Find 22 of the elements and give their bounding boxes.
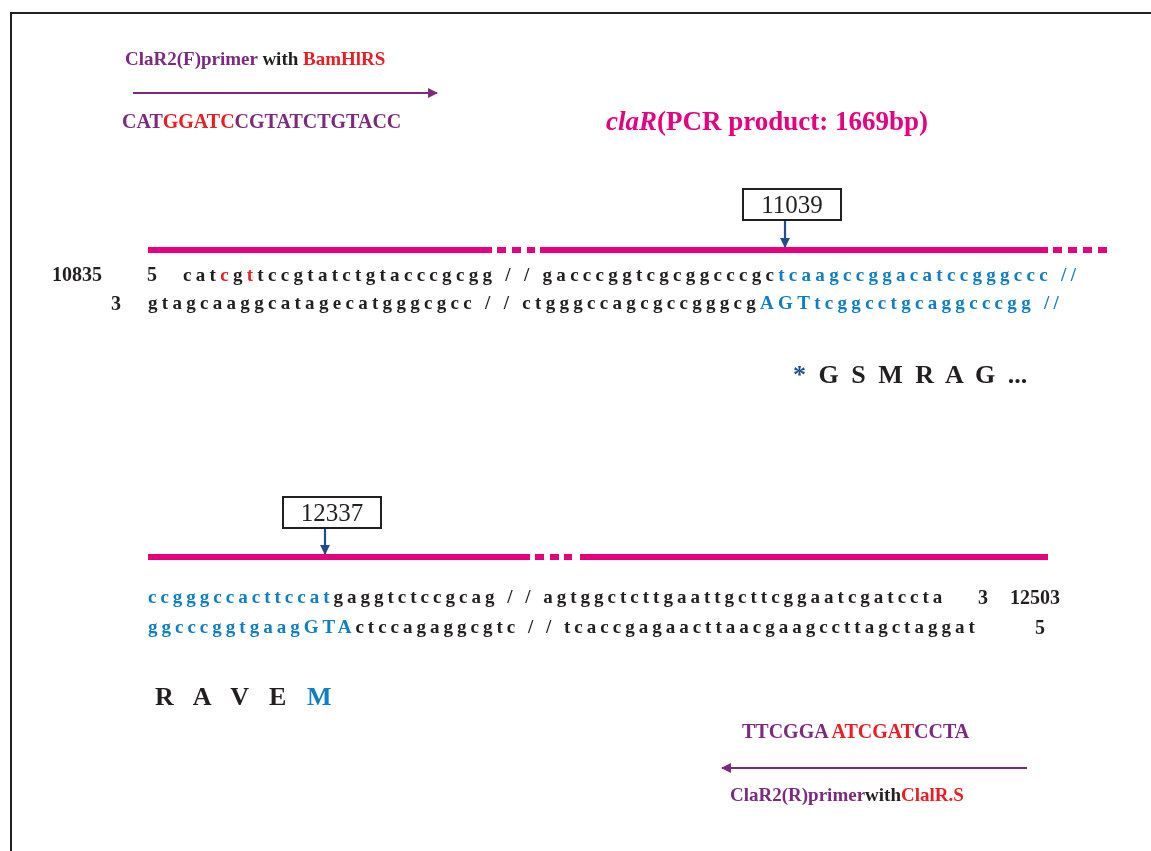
product-title: claR(PCR product: 1669bp): [606, 108, 928, 135]
sequence-bar: [148, 247, 1107, 253]
position-number: 10835: [52, 264, 102, 284]
primer-label: ClaR2(R)primerwithClalR.S: [730, 785, 964, 804]
dna-sequence: ccgggccacttccatgaggtctccgcag / / agtggctcttgaattgcttcggaatcgatccta: [148, 587, 947, 606]
position-box: 11039: [742, 188, 842, 221]
strand-end-label: 3: [111, 293, 121, 313]
amino-acid-sequence: * G S M R A G ...: [793, 362, 1028, 388]
strand-end-label: 3: [978, 587, 988, 607]
position-number: 12503: [1010, 587, 1060, 607]
amino-acid-sequence: R A V E M: [155, 684, 332, 710]
position-box: 12337: [282, 496, 382, 529]
dna-sequence: ggcccggtgaagGTActccagaggcgtc / / tcaccgagaacttaacgaagccttagctaggat: [148, 617, 979, 636]
primer-label: ClaR2(F)primer with BamHlRS: [125, 49, 386, 68]
dna-sequence: gtagcaaggcatagecatgggcgcc / / ctgggccagcgccgggcgAGTtcggcctgcaggcccgg //: [148, 293, 1064, 312]
leader-arrow: [320, 529, 330, 555]
primer-sequence: CATGGATCCGTATCTGTACC: [122, 111, 402, 131]
leader-arrow: [780, 221, 790, 248]
strand-end-label: 5: [147, 264, 157, 284]
sequence-bar: [148, 554, 1048, 560]
strand-end-label: 5: [1035, 617, 1045, 637]
primer-sequence: TTCGGA ATCGATCCTA: [742, 721, 970, 741]
